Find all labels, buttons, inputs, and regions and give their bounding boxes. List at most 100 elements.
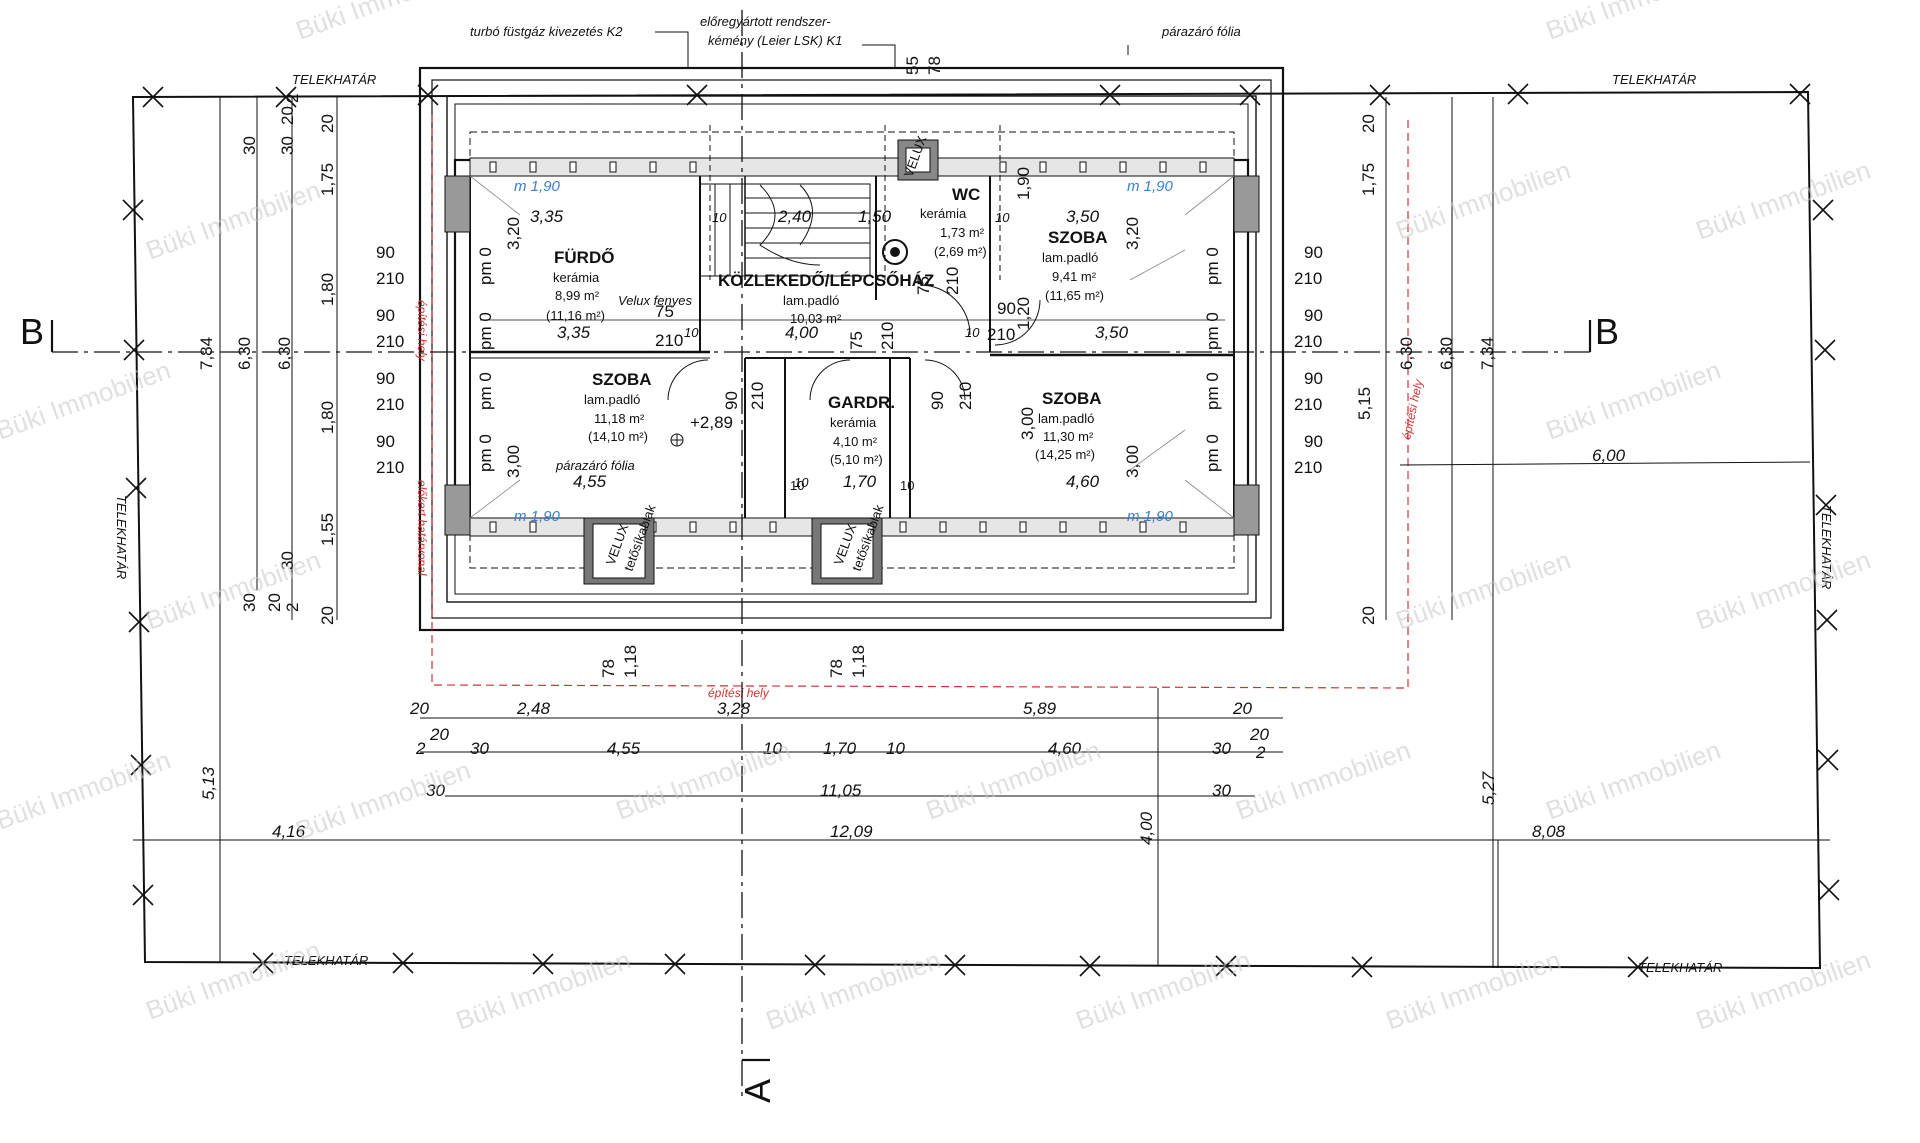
dim-value: 3,28 xyxy=(717,699,751,718)
skylight-right xyxy=(811,517,883,585)
dim-lines-left xyxy=(219,97,338,962)
dim-row-3: 30 11,05 30 xyxy=(426,781,1231,800)
dim-left-630: 6,30 xyxy=(235,337,254,370)
dim-value: 4,55 xyxy=(607,739,641,758)
dim-row-4: 4,16 12,09 8,08 xyxy=(272,822,1566,841)
dim-window: 90 xyxy=(1304,369,1323,388)
dim-lines-bottom xyxy=(133,717,1830,841)
dim-door: 90 xyxy=(722,391,741,410)
interior-walls xyxy=(469,125,1235,518)
section-label-bottom: A xyxy=(737,1079,778,1103)
dim-window: 210 xyxy=(376,269,404,288)
chimney xyxy=(882,139,939,265)
watermark: Büki Immobilien xyxy=(762,945,945,1036)
watermark: Büki Immobilien xyxy=(1542,355,1725,446)
dim-room-height: 3,20 xyxy=(504,217,523,250)
dim-room-height: 3,00 xyxy=(1018,407,1037,440)
dim-right-chain: 1,75 xyxy=(1359,163,1378,196)
dim-window: 90 xyxy=(1304,432,1323,451)
roof-slope-marks xyxy=(469,175,1235,519)
dim-bottom-right: 5,27 xyxy=(1479,771,1498,805)
dim-room-height: 3,00 xyxy=(1123,445,1142,478)
dim-room-height: 1,90 xyxy=(1014,167,1033,200)
room-area: 1,73 m² xyxy=(940,225,985,240)
dim-window: 90 xyxy=(376,369,395,388)
dim-door: 210 xyxy=(655,331,683,350)
dim-se-width: 4,60 xyxy=(1066,472,1100,491)
watermark: Büki Immobilien xyxy=(1542,0,1725,46)
height-marker: m 1,90 xyxy=(514,508,561,525)
boundary-label-bottom-left: TELEKHATÁR xyxy=(284,953,368,968)
boundary-label-left: TELEKHATÁR xyxy=(114,495,129,579)
room-floor: lam.padló xyxy=(1042,250,1098,265)
dim-door: 90 xyxy=(928,391,947,410)
membrane-label-top: párazáró fólia xyxy=(1161,24,1241,39)
dim-value: 2,48 xyxy=(516,699,551,718)
dim-door: 210 xyxy=(878,322,897,350)
watermark: Büki Immobilien xyxy=(922,735,1105,826)
dim-value: 5,89 xyxy=(1023,699,1057,718)
pm-marker: pm 0 xyxy=(1203,372,1222,410)
membrane-label-bottom: párazáró fólia xyxy=(555,458,635,473)
dim-room-height: 1,20 xyxy=(1014,297,1033,330)
dim-window: 210 xyxy=(1294,269,1322,288)
dim-value: 10 xyxy=(763,739,782,758)
dim-wc-width: 1,50 xyxy=(858,207,892,226)
dim-left-630-b: 6,30 xyxy=(275,337,294,370)
dim-door: 75 xyxy=(914,276,933,295)
room-area-gross: (11,16 m²) xyxy=(546,308,605,323)
dim-right-outer: 6,30 xyxy=(1437,337,1456,370)
chimney-label-2: kémény (Leier LSK) K1 xyxy=(708,33,842,48)
dim-lines-right xyxy=(1385,97,1494,968)
dim-left-total: 7,84 xyxy=(197,337,216,370)
room-area: 8,99 m² xyxy=(555,288,600,303)
dim-value: 20 xyxy=(409,699,429,718)
building-zone-label-bottom: építési hely xyxy=(708,686,770,700)
dim-wc-10: 10 xyxy=(995,210,1010,225)
dim-value: 2 xyxy=(1255,743,1266,762)
dim-window: 90 xyxy=(1304,306,1323,325)
wall-corners xyxy=(444,175,1260,536)
dim-bottom-left: 5,13 xyxy=(199,766,218,800)
pm-marker: pm 0 xyxy=(1203,247,1222,285)
section-label-left: B xyxy=(20,311,44,352)
room-bath: FÜRDŐ kerámia 8,99 m² (11,16 m²) xyxy=(546,248,614,323)
dim-lines-bottom-v xyxy=(1157,688,1499,968)
dim-window: 90 xyxy=(376,306,395,325)
room-area: 11,30 m² xyxy=(1043,429,1094,444)
dim-door: 210 xyxy=(987,325,1015,344)
dim-room-height: 3,20 xyxy=(1123,217,1142,250)
dim-ne-width-2: 3,50 xyxy=(1095,323,1129,342)
watermark: Büki Immobilien xyxy=(142,175,325,266)
boundary-label-top-right: TELEKHATÁR xyxy=(1612,72,1696,87)
watermark: Büki Immobilien xyxy=(1542,735,1725,826)
dim-value: 20 xyxy=(1232,699,1252,718)
dim-window: 210 xyxy=(1294,458,1322,477)
dim-ne-width: 3,50 xyxy=(1066,207,1100,226)
dim-left-small: 20 xyxy=(278,106,297,125)
dim-chimney: 55 xyxy=(903,56,922,75)
dim-window: 210 xyxy=(376,458,404,477)
chimney-label-1: előregyártott rendszer- xyxy=(700,14,831,29)
boundary-label-right: TELEKHATÁR xyxy=(1819,505,1834,589)
dim-door: 10 xyxy=(790,478,804,493)
watermark: Büki Immobilien xyxy=(142,935,325,1026)
dim-opening: 1,18 xyxy=(849,645,868,678)
pm-marker: pm 0 xyxy=(476,247,495,285)
dim-mid-10-2: 10 xyxy=(965,325,980,340)
pm-marker: pm 0 xyxy=(1203,312,1222,350)
height-marker: m 1,90 xyxy=(1127,178,1174,195)
dim-mid-10: 10 xyxy=(684,325,699,340)
dim-door: 75 xyxy=(655,302,674,321)
room-floor: lam.padló xyxy=(584,392,640,407)
door-swings xyxy=(667,284,1041,401)
dim-window: 210 xyxy=(1294,395,1322,414)
room-wardrobe: GARDR. kerámia 4,10 m² (5,10 m²) xyxy=(828,393,895,467)
dim-door: 90 xyxy=(997,299,1016,318)
dim-corridor-10: 10 xyxy=(712,210,727,225)
room-name: SZOBA xyxy=(1042,389,1102,408)
dim-bot-10: 10 xyxy=(794,475,809,490)
room-name: GARDR. xyxy=(828,393,895,412)
room-area: 11,18 m² xyxy=(594,411,645,426)
dim-value: 4,16 xyxy=(272,822,306,841)
